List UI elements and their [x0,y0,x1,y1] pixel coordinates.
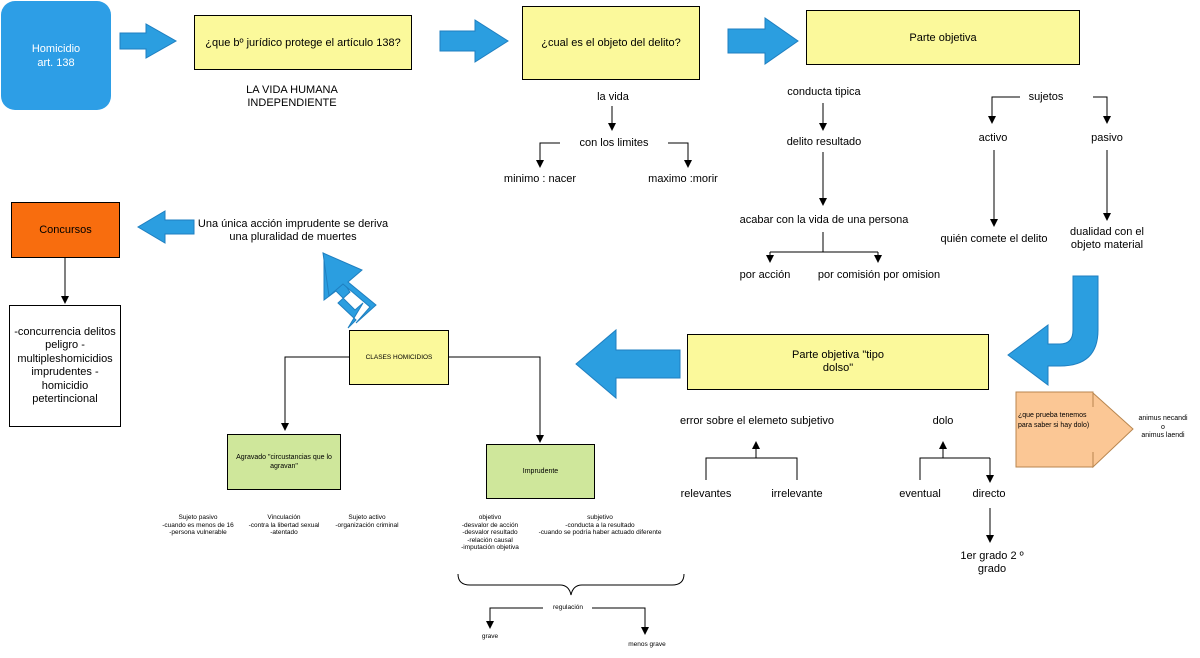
objetivo-text: objetivo -desvalor de acción -desvalor r… [461,514,519,551]
por-comision-text: por comisión por omision [817,269,941,281]
q-bien-juridico-box: ¿que bº jurídico protege el artículo 138… [194,15,412,70]
acabar-text: acabar con la vida de una persona [739,214,909,226]
eventual-text: eventual [899,488,941,500]
grave-text: grave [481,633,499,640]
minimo-text: minimo : nacer [503,173,577,185]
subjetivo-text: subjetivo -conducta a la resultado -cuan… [538,514,662,536]
arrow-activo [988,96,1020,124]
sujeto-activo-text: Sujeto activo -organización criminal [335,514,399,529]
clases-homicidios-box: CLASES HOMICIDIOS [349,330,449,385]
irrelevante-text: irrelevante [771,488,823,500]
clases-homicidios-label: CLASES HOMICIDIOS [365,354,433,361]
delito-resultado-text: delito resultado [786,136,862,148]
curly-brace [457,573,685,596]
homicidio-node: Homicidio art. 138 [1,1,111,110]
line-acabar-split [770,232,878,253]
q-bien-juridico-label: ¿que bº jurídico protege el artículo 138… [205,36,401,49]
imprudente-label: Imprudente [522,468,559,475]
imprudente-box: Imprudente [486,444,595,499]
concursos-box: Concursos [11,202,120,258]
line-dolo-tree [919,457,990,480]
grado-text: 1er grado 2 º grado [960,550,1024,575]
homicidio-label: Homicidio art. 138 [31,42,81,69]
activo-text: activo [978,132,1008,144]
agravado-box: Agravado "circustancias que lo agravan" [227,434,341,490]
pasivo-text: pasivo [1091,132,1123,144]
parte-objetiva-dolso-box: Parte objetiva "tipo dolso" [687,334,989,390]
directo-text: directo [972,488,1006,500]
sujeto-pasivo-text: Sujeto pasivo -cuando es menos de 16 -pe… [162,514,234,536]
block-arrow-3 [727,17,799,65]
q-objeto-label: ¿cual es el objeto del delito? [541,37,681,49]
q-objeto-box: ¿cual es el objeto del delito? [522,6,700,80]
arrow-agravado [281,356,349,431]
por-accion-text: por acción [739,269,791,281]
error-subjetivo-text: error sobre el elemeto subjetivo [679,415,835,427]
block-arrow-left-big [575,328,681,400]
parte-objetiva-box: Parte objetiva [806,10,1080,65]
la-vida-humana-text: LA VIDA HUMANA INDEPENDIENTE [246,84,338,109]
concursos-label: Concursos [39,224,92,236]
vinculacion-text: Vinculación -contra la libertad sexual -… [248,514,320,536]
block-arrow-left-small [137,210,195,244]
unica-accion-text: Una única acción imprudente se deriva un… [197,218,389,243]
relevantes-text: relevantes [680,488,732,500]
la-vida-text: la vida [597,91,629,103]
arrow-imprudente [449,356,544,443]
block-arrow-up-main [322,252,377,324]
quien-text: quién comete el delito [940,233,1048,245]
parte-objetiva-label: Parte objetiva [909,31,977,44]
parte-objetiva-dolso-label: Parte objetiva "tipo dolso" [792,349,884,374]
block-arrow-curve [1007,275,1099,386]
concursos-list-box: -concurrencia delitos peligro -multiples… [9,305,121,427]
block-arrow-1 [119,23,178,59]
conducta-text: conducta tipica [787,86,861,98]
menos-grave-text: menos grave [628,641,666,648]
block-arrow-2 [439,19,509,63]
regulacion-text: regulación [553,604,583,611]
animus-text: animus necandi o animus laendi [1138,415,1188,439]
agravado-label: Agravado "circustancias que lo agravan" [236,454,332,470]
dolo-text: dolo [932,415,954,427]
maximo-text: maximo :morir [648,173,718,185]
dualidad-text: dualidad con el objeto material [1069,226,1144,251]
con-los-limites-text: con los limites [579,137,649,149]
prueba-text: ¿que prueba tenemos para saber si hay do… [1018,412,1090,429]
sujetos-text: sujetos [1028,91,1064,103]
arrow-pasivo [1093,96,1111,124]
concursos-list-text: -concurrencia delitos peligro -multiples… [14,325,116,406]
